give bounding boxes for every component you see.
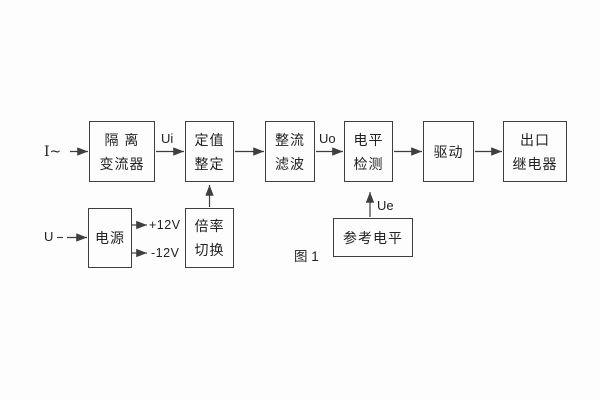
label-signal-uo: Uo: [319, 131, 336, 146]
figure-caption: 图 1: [294, 249, 319, 264]
block-power-supply: 电源: [88, 208, 132, 268]
label-signal-ui: Ui: [161, 131, 174, 146]
block-ratio-line2: 切换: [194, 242, 225, 258]
block-relay-line2: 继电器: [512, 155, 558, 172]
block-driver: 驱动: [423, 121, 474, 182]
block-setpoint-setting: 定值 整定: [185, 121, 234, 182]
block-rectifier-filter: 整流 滤波: [265, 121, 315, 182]
block-relay-line1: 出口: [520, 131, 550, 148]
block-level-line2: 检测: [353, 155, 384, 172]
block-power-label: 电源: [95, 230, 125, 246]
block-isolation-line1: 隔 离: [104, 131, 140, 148]
block-ratio-switch: 倍率 切换: [185, 208, 234, 268]
block-isolation-transducer: 隔 离 变流器: [89, 121, 155, 182]
block-rectifier-line2: 滤波: [275, 155, 305, 172]
block-ratio-line1: 倍率: [194, 218, 225, 234]
block-level-line1: 电平: [353, 131, 384, 148]
label-input-voltage: U: [44, 229, 54, 244]
block-driver-label: 驱动: [433, 143, 464, 160]
block-level-detector: 电平 检测: [344, 121, 393, 182]
block-rectifier-line1: 整流: [275, 131, 305, 148]
block-setpoint-line1: 定值: [194, 131, 225, 148]
block-reference-level: 参考电平: [333, 218, 413, 257]
block-reference-label: 参考电平: [343, 229, 403, 246]
block-setpoint-line2: 整定: [194, 155, 225, 172]
label-rail-minus12v: -12V: [151, 246, 180, 260]
label-input-current: I~: [44, 144, 62, 160]
label-rail-plus12v: +12V: [149, 218, 181, 232]
block-isolation-line2: 变流器: [99, 155, 145, 172]
label-signal-ue: Ue: [377, 198, 394, 213]
block-output-relay: 出口 继电器: [503, 121, 567, 182]
